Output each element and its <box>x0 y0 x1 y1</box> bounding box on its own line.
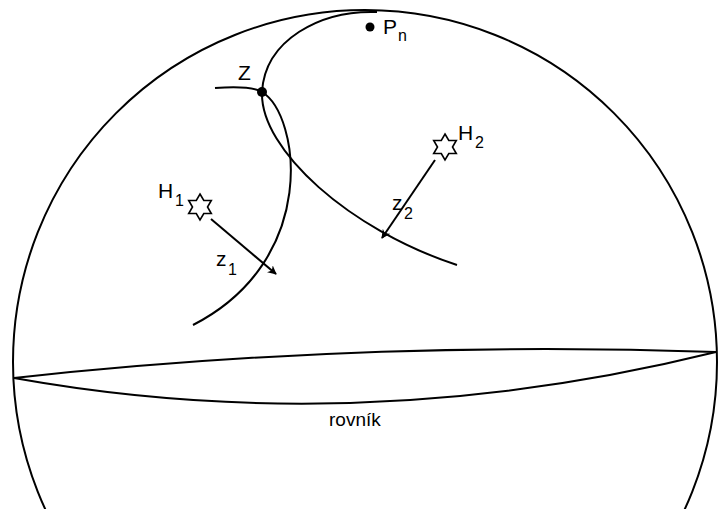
point-label: P <box>383 16 397 37</box>
arrow-z1 <box>211 219 276 274</box>
point-label: Z <box>238 62 251 83</box>
sphere-outline <box>13 10 717 509</box>
star-symbol <box>189 194 212 220</box>
equator-label: rovník <box>327 410 383 429</box>
star-label: H <box>458 122 473 143</box>
zenith-dot <box>257 87 267 97</box>
subscript: n <box>398 28 407 44</box>
subscript: 1 <box>175 193 184 209</box>
subscript: 2 <box>475 135 484 151</box>
almucantar-2 <box>262 12 457 265</box>
subscript: 2 <box>404 206 413 222</box>
arc-label: z <box>216 248 227 269</box>
equator-front <box>14 352 716 404</box>
pole-dot <box>366 23 375 32</box>
star-symbol <box>434 134 457 160</box>
arrow-z2 <box>382 160 435 238</box>
equator-back <box>14 349 716 378</box>
arc-label: z <box>392 192 403 213</box>
star-label: H <box>158 180 173 201</box>
subscript: 1 <box>228 262 237 278</box>
